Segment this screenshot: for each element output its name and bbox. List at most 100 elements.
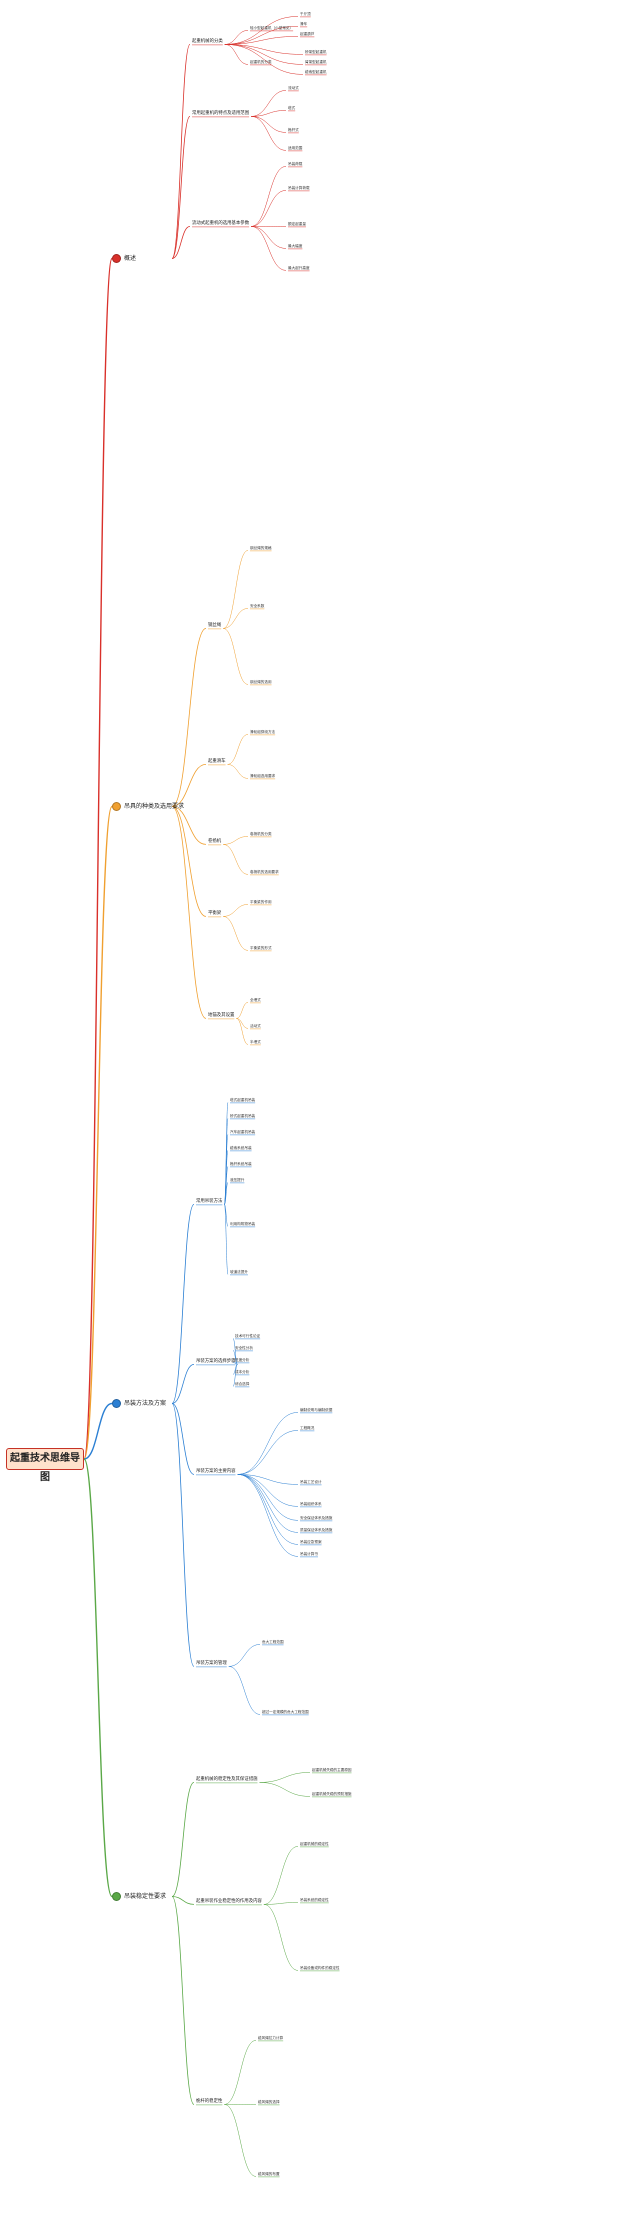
b3-c1-item-4: 缆索系统吊装: [230, 1146, 252, 1150]
b1-c1-item-6: 桥架型起重机: [305, 50, 327, 54]
connector-root-branch-1: [83, 257, 113, 1460]
b2-c1-item-2: 安全系数: [250, 604, 265, 608]
b1-c3-item-4: 最大幅度: [288, 244, 303, 248]
connector-b3-c3-i3: [237, 1474, 299, 1485]
connector-b3-c3-i5: [237, 1474, 299, 1521]
b2-child-1[interactable]: 钢丝绳: [208, 623, 222, 628]
b1-c3-item-5: 最大起升高度: [288, 266, 310, 270]
b3-c3-item-3: 吊装工艺设计: [300, 1480, 322, 1484]
b1-child-2[interactable]: 常用起重机的特点及适用范围: [192, 111, 250, 116]
connector-b3-c1: [171, 1204, 195, 1404]
b1-c2-item-4: 适用范围: [288, 146, 303, 150]
b2-c1-item-1: 钢丝绳的规格: [250, 546, 272, 550]
b3-c2-item-1: 技术可行性论证: [235, 1334, 261, 1338]
connector-b2-c1: [171, 628, 207, 807]
branch-1-node[interactable]: 概述: [112, 252, 180, 265]
connector-b2-c5-i3: [236, 1018, 249, 1045]
connector-b3-c3-i2: [237, 1430, 299, 1475]
b4-c2-item-3: 吊装设备或构件的稳定性: [300, 1966, 340, 1970]
b3-child-4[interactable]: 吊装方案的管理: [196, 1661, 227, 1666]
connector-b2-c3-i1: [223, 836, 249, 845]
connector-b3-c1-i6: [224, 1182, 229, 1205]
connector-b1-c2: [171, 116, 191, 259]
connector-b1-c3: [171, 226, 191, 259]
b2-child-3[interactable]: 卷扬机: [208, 839, 222, 844]
connector-b2-c1-i1: [223, 550, 249, 629]
b3-c3-item-5: 安全保证体系及措施: [300, 1516, 333, 1520]
connector-b1-c2-i4: [251, 116, 287, 151]
connector-b4-c3-i1: [224, 2040, 257, 2105]
b4-c2-item-2: 吊装系统的稳定性: [300, 1898, 329, 1902]
connector-b2-c5-i2: [236, 1018, 249, 1029]
b3-c4-item-2: 超过一定规模的危大工程范围: [262, 1710, 309, 1714]
branch-3-number-icon: [112, 1399, 121, 1408]
b1-child-1[interactable]: 起重机械的分类: [192, 39, 223, 44]
b1-c1-item-5: 起重机的分类: [250, 60, 272, 64]
connector-b2-c2-i1: [227, 734, 249, 765]
b3-c1-item-2: 桥式起重机吊装: [230, 1114, 256, 1118]
b2-child-5[interactable]: 地锚及其设置: [208, 1013, 235, 1018]
b4-child-2[interactable]: 起重吊装作业稳定性的作用及内容: [196, 1899, 262, 1904]
b2-c3-item-1: 卷扬机的分类: [250, 832, 272, 836]
root-node[interactable]: 起重技术思维导图: [6, 1448, 84, 1483]
branch-4-node[interactable]: 吊装稳定性要求: [112, 1890, 180, 1903]
connector-b1-c1-i1: [224, 30, 249, 45]
connector-b3-c3-i7: [237, 1474, 299, 1545]
connector-b1-c3-i2: [251, 190, 287, 227]
connector-b3-c3-i1: [237, 1412, 299, 1475]
b2-child-4[interactable]: 平衡梁: [208, 911, 222, 916]
connector-b4-c3: [171, 1896, 195, 2105]
b2-c5-item-2: 活动式: [250, 1024, 261, 1028]
b4-child-1[interactable]: 起重机械的稳定性及其保证措施: [196, 1777, 258, 1782]
connector-b2-c4-i1: [223, 904, 249, 917]
branch-4-label: 吊装稳定性要求: [124, 1893, 167, 1900]
b4-c3-item-3: 缆风绳的布置: [258, 2172, 280, 2176]
connector-b3-c4: [171, 1403, 195, 1667]
b4-child-3[interactable]: 桅杆的稳定性: [196, 2099, 223, 2104]
connector-b3-c2-i5: [232, 1364, 238, 1387]
connector-b4-c1-i2: [259, 1782, 311, 1797]
b1-c3-item-1: 吊装荷载: [288, 162, 303, 166]
connector-b2-c5: [171, 806, 207, 1019]
b2-child-2[interactable]: 起重滑车: [208, 759, 226, 764]
connector-b3-c1-i7: [224, 1204, 229, 1227]
branch-3-node[interactable]: 吊装方法及方案: [112, 1397, 180, 1410]
b1-c3-item-3: 额定起重量: [288, 222, 306, 226]
connector-b1-c1-i2: [224, 16, 299, 45]
b1-c2-item-1: 流动式: [288, 86, 299, 90]
b1-c2-item-3: 桅杆式: [288, 128, 299, 132]
connector-b1-c2-i2: [251, 110, 287, 117]
b1-c3-item-2: 吊装计算荷载: [288, 186, 310, 190]
connector-b1-c3-i1: [251, 166, 287, 227]
connector-b2-c1-i2: [223, 608, 249, 629]
connector-b2-c4: [171, 806, 207, 917]
b3-child-1[interactable]: 常用吊装方法: [196, 1199, 223, 1204]
connector-b3-c3-i4: [237, 1474, 299, 1507]
branch-2-number-icon: [112, 802, 121, 811]
b1-child-3[interactable]: 流动式起重机的选用基本参数: [192, 221, 250, 226]
b2-c4-item-2: 平衡梁的形式: [250, 946, 272, 950]
branch-2-node[interactable]: 吊具的种类及选用要求: [112, 800, 184, 813]
b3-c1-item-8: 坡道法提升: [230, 1270, 248, 1274]
connector-b4-c1-i1: [259, 1772, 311, 1783]
b1-c1-item-8: 缆索型起重机: [305, 70, 327, 74]
connector-root-branch-4: [83, 1458, 113, 1898]
b2-c5-item-1: 全埋式: [250, 998, 261, 1002]
b2-c1-item-3: 钢丝绳的选用: [250, 680, 272, 684]
connector-b2-c3-i2: [223, 844, 249, 875]
b2-c2-item-2: 滑轮组选用要求: [250, 774, 276, 778]
b3-child-2[interactable]: 吊装方案的选择步骤: [196, 1359, 236, 1364]
b1-c1-item-2: 千斤顶: [300, 12, 311, 16]
b2-c2-item-1: 滑轮组穿绕方法: [250, 730, 276, 734]
b3-c1-item-1: 塔式起重机吊装: [230, 1098, 256, 1102]
b3-child-3[interactable]: 吊装方案的主要内容: [196, 1469, 236, 1474]
connector-b1-c1-i8: [224, 44, 304, 75]
connector-b3-c1-i8: [224, 1204, 229, 1275]
connector-b3-c2: [171, 1364, 195, 1404]
b2-c5-item-3: 半埋式: [250, 1040, 261, 1044]
connector-b3-c3-i6: [237, 1474, 299, 1533]
b3-c3-item-2: 工程概况: [300, 1426, 315, 1430]
branch-2-label: 吊具的种类及选用要求: [124, 803, 185, 810]
connector-root-branch-3: [83, 1402, 113, 1460]
